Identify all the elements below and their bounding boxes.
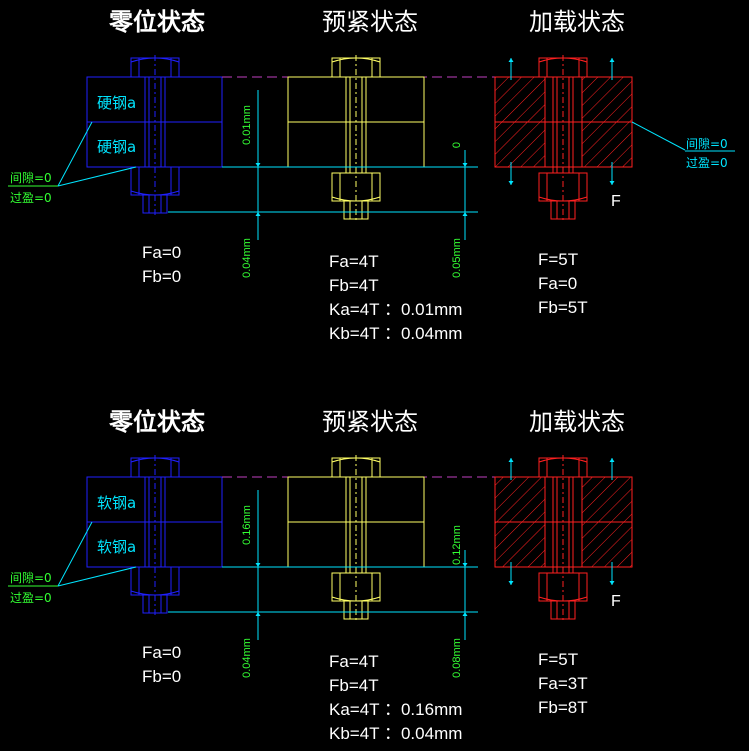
load-state-text: Fb=5T <box>538 298 588 317</box>
title-preload-state: 预紧状态 <box>322 8 418 36</box>
leader-line <box>57 166 137 187</box>
dim-lower-left: 0.04mm <box>241 238 253 278</box>
force-label: F <box>611 593 621 610</box>
bolt <box>538 455 588 622</box>
title-load-state: 加载状态 <box>529 408 625 436</box>
dim-upper-left: 0.16mm <box>241 505 253 545</box>
preload-state-text: Ka=4T ：0.01mm <box>329 300 462 319</box>
dimension-arrow <box>462 212 468 216</box>
title-zero-state: 零位状态 <box>108 8 205 36</box>
bolt-tail <box>550 200 576 220</box>
preload-state-text: Fa=4T <box>329 652 379 671</box>
hatched-section <box>581 476 633 523</box>
dim-upper-right: 0.12mm <box>451 525 463 565</box>
preload-state-text: Fb=4T <box>329 676 379 695</box>
bolt <box>130 55 180 216</box>
dimension-arrow <box>255 612 261 616</box>
preload-state-text: Kb=4T ：0.04mm <box>329 324 462 343</box>
material-a-label: 硬钢a <box>97 94 136 112</box>
dim-lower-left: 0.04mm <box>241 638 253 678</box>
hatched-section <box>581 121 633 168</box>
dimension-arrow <box>462 612 468 616</box>
zero-state-text: Fa=0 <box>142 643 181 662</box>
dim-lower-right: 0.08mm <box>451 638 463 678</box>
load-state-text: F=5T <box>538 650 578 669</box>
material-b-label: 硬钢a <box>97 138 136 156</box>
dimension-arrow <box>462 563 468 567</box>
bolt <box>331 455 381 622</box>
preload-state-text: Fb=4T <box>329 276 379 295</box>
dimension-arrow <box>255 212 261 216</box>
hatched-section <box>581 521 633 568</box>
left-gap-label: 间隙=0 <box>10 571 52 585</box>
right-gap-label: 间隙=0 <box>686 137 728 151</box>
dimension-arrow <box>508 458 514 462</box>
dimension-arrow <box>609 58 615 62</box>
preload-state-text: Kb=4T ：0.04mm <box>329 724 462 743</box>
bolt-tail <box>142 594 168 614</box>
preload-state-text: Fa=4T <box>329 252 379 271</box>
left-gap-label: 间隙=0 <box>10 171 52 185</box>
preload-state-text: Ka=4T ：0.16mm <box>329 700 462 719</box>
bolt-tail <box>343 200 369 220</box>
bolt <box>538 55 588 222</box>
load-state-text: Fa=3T <box>538 674 588 693</box>
load-state-text: Fb=8T <box>538 698 588 717</box>
hatched-section <box>494 76 546 123</box>
dimension-arrow <box>609 458 615 462</box>
bolt <box>331 55 381 222</box>
leader-line <box>57 566 137 587</box>
dimension-arrow <box>609 581 615 585</box>
leader-line <box>57 521 93 587</box>
dimension-arrow <box>462 163 468 167</box>
leader-line <box>57 121 93 187</box>
dimension-arrow <box>508 581 514 585</box>
hatched-section <box>494 476 546 523</box>
right-interference-label: 过盈=0 <box>686 156 728 170</box>
material-a-label: 软钢a <box>97 494 136 512</box>
load-state-text: F=5T <box>538 250 578 269</box>
zero-state-text: Fb=0 <box>142 267 181 286</box>
dim-upper-left: 0.01mm <box>241 105 253 145</box>
zero-state-text: Fa=0 <box>142 243 181 262</box>
dim-lower-right: 0.05mm <box>451 238 463 278</box>
hatched-section <box>581 76 633 123</box>
left-interference-label: 过盈=0 <box>10 191 52 205</box>
bolt-tail <box>550 600 576 620</box>
force-label: F <box>611 193 621 210</box>
dim-upper-right: 0 <box>451 142 463 148</box>
dimension-arrow <box>255 163 261 167</box>
title-preload-state: 预紧状态 <box>322 408 418 436</box>
dimension-arrow <box>508 181 514 185</box>
title-zero-state: 零位状态 <box>108 408 205 436</box>
material-b-label: 软钢a <box>97 538 136 556</box>
title-load-state: 加载状态 <box>529 8 625 36</box>
load-state-text: Fa=0 <box>538 274 577 293</box>
bolt <box>130 455 180 616</box>
dimension-arrow <box>609 181 615 185</box>
bolt-tail <box>343 600 369 620</box>
hatched-section <box>494 521 546 568</box>
left-interference-label: 过盈=0 <box>10 591 52 605</box>
dimension-arrow <box>508 58 514 62</box>
zero-state-text: Fb=0 <box>142 667 181 686</box>
dimension-arrow <box>255 563 261 567</box>
leader-line <box>631 121 686 151</box>
bolt-tail <box>142 194 168 214</box>
hatched-section <box>494 121 546 168</box>
